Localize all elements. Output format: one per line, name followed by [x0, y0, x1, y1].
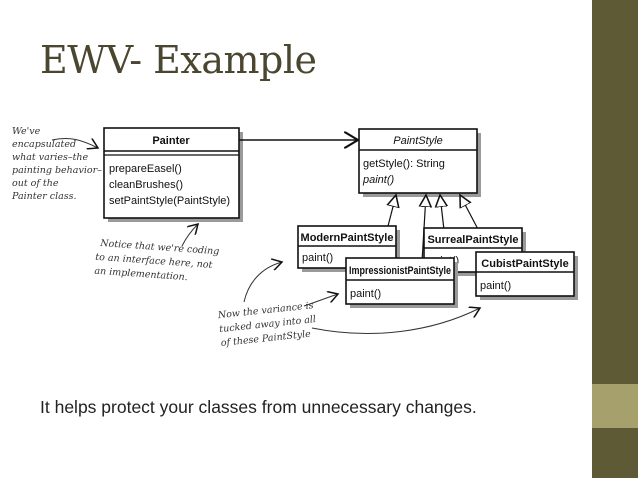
note-line: an implementation. [94, 266, 188, 283]
subclass-name: CubistPaintStyle [481, 258, 568, 270]
slide-caption: It helps protect your classes from unnec… [40, 397, 477, 417]
uml-diagram: Painter prepareEasel() cleanBrushes() se… [12, 126, 578, 349]
painter-class: Painter prepareEasel() cleanBrushes() se… [103, 127, 243, 222]
note-variance-arrows [243, 262, 480, 334]
note-line: painting behavior– [12, 165, 102, 176]
painter-method: prepareEasel() [109, 163, 182, 175]
note-line: We've [12, 126, 41, 137]
subclass-name: ImpressionistPaintStyle [349, 265, 451, 277]
painter-method: cleanBrushes() [109, 179, 183, 191]
painter-method: setPaintStyle(PaintStyle) [109, 195, 230, 207]
paint-style-interface: PaintStyle getStyle(): String paint() [358, 128, 481, 197]
side-accent [592, 384, 638, 428]
slide-title: EWV- Example [40, 38, 317, 82]
subclass-name: ModernPaintStyle [301, 232, 394, 244]
subclass-method: paint() [350, 288, 381, 300]
paint-style-method: paint() [362, 174, 395, 186]
paint-style-name: PaintStyle [393, 135, 443, 147]
subclass-name: SurrealPaintStyle [427, 234, 518, 246]
paint-style-method: getStyle(): String [363, 158, 445, 170]
note-line: out of the [12, 178, 59, 189]
painter-class-name: Painter [152, 135, 190, 147]
note-line: Painter class. [12, 191, 77, 202]
note-variance: Now the variance is tucked away into all… [216, 300, 316, 349]
note-encapsulated: We've encapsulated what varies–the paint… [12, 126, 102, 202]
note-line: what varies–the [12, 152, 89, 163]
note-interface-arrow [181, 224, 198, 247]
impressionist-paint-style-class: ImpressionistPaintStyle paint() [345, 257, 458, 308]
subclass-method: paint() [480, 280, 511, 292]
subclass-method: paint() [302, 252, 333, 264]
note-line: encapsulated [12, 139, 76, 150]
note-interface: Notice that we're coding to an interface… [94, 238, 220, 283]
cubist-paint-style-class: CubistPaintStyle paint() [475, 251, 578, 300]
